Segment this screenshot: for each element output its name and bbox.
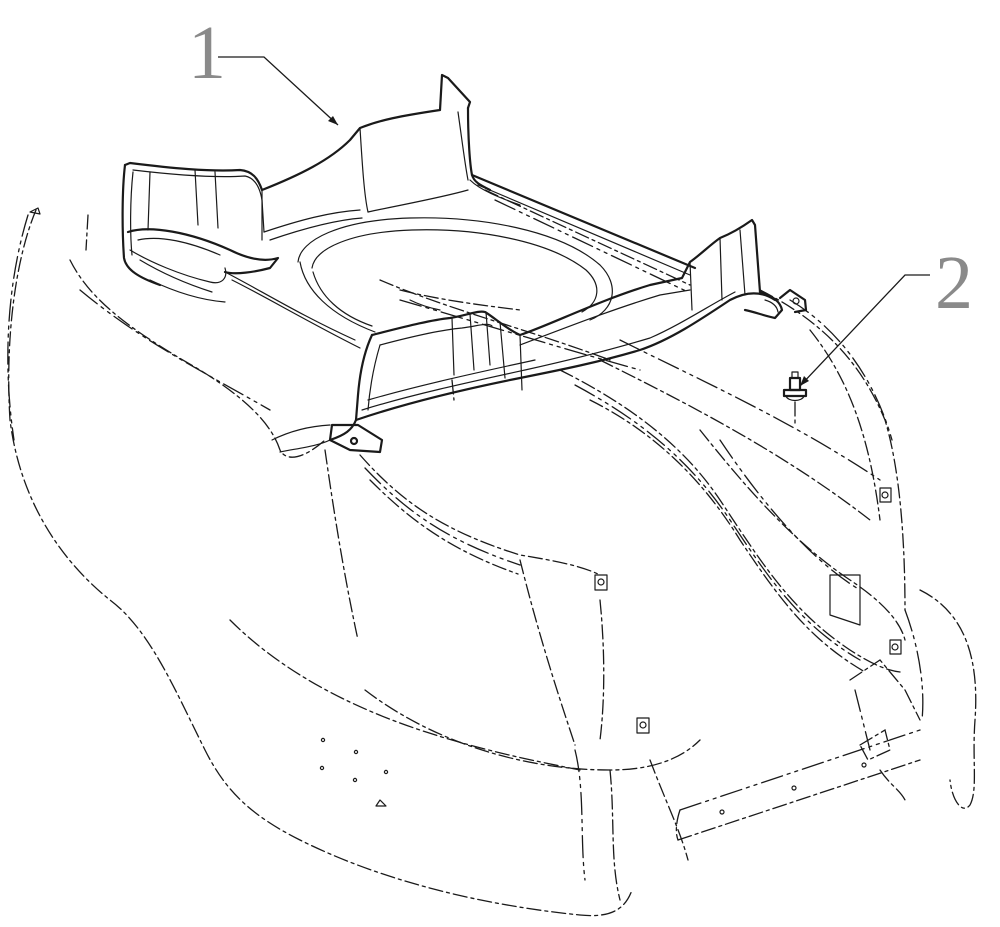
callout-2-label: 2 <box>935 241 973 325</box>
part-1-tray <box>121 73 808 454</box>
callout-2: 2 <box>799 241 973 387</box>
body-shell-hidden-lines <box>7 207 977 917</box>
callout-1-label: 1 <box>188 11 226 95</box>
part-2-fastener <box>782 371 808 426</box>
callout-1: 1 <box>188 11 339 126</box>
